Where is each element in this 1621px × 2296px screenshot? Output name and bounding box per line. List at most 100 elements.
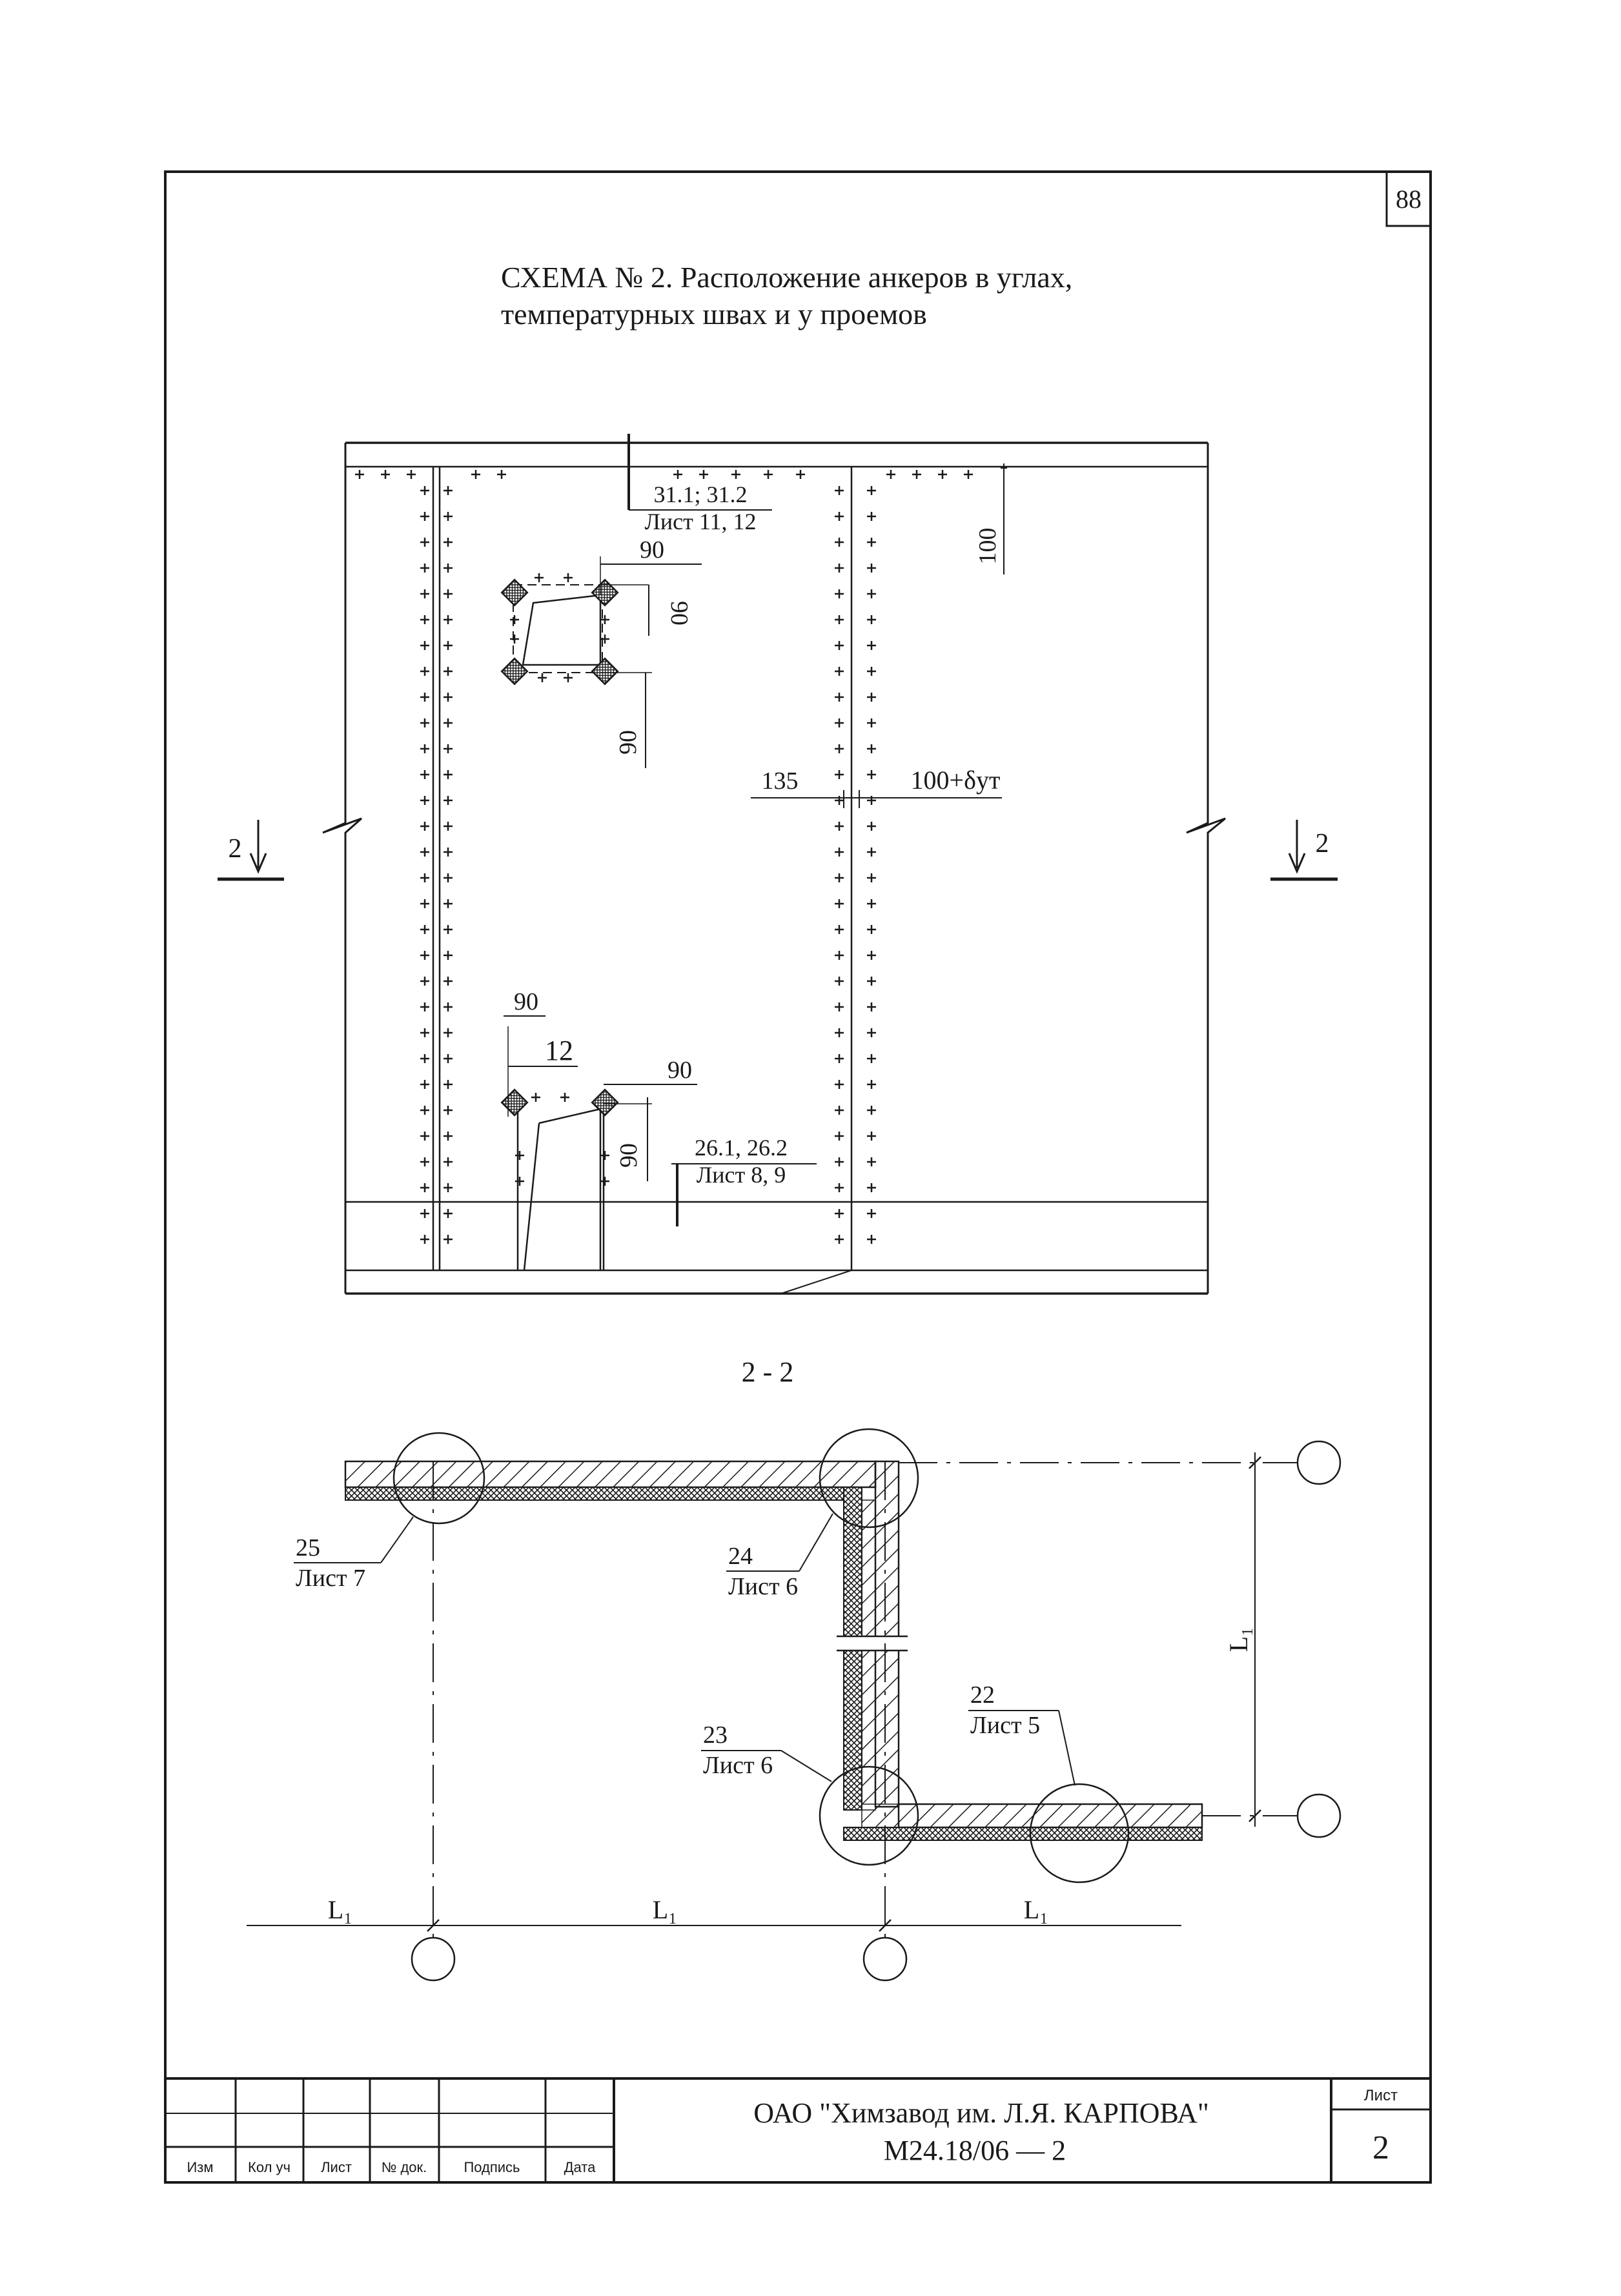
- anchor-mark: [867, 822, 876, 831]
- anchor-mark: [381, 470, 390, 479]
- anchor-mark: [443, 796, 453, 805]
- anchor-mark: [835, 848, 844, 857]
- anchor-mark: [443, 1235, 453, 1244]
- page-number-box: 88: [1385, 170, 1432, 227]
- anchor-mark: [443, 1132, 453, 1141]
- dim-tick-v2: [1249, 1809, 1261, 1822]
- anchor-mark: [420, 1054, 429, 1063]
- anchor-mark: [835, 1106, 844, 1115]
- drawing-title-line1: СХЕМА № 2. Расположение анкеров в углах,: [501, 261, 1072, 294]
- dim-L-2: L₁: [653, 1895, 677, 1924]
- anchor-mark: [443, 512, 453, 521]
- anchor-mark: [531, 1093, 540, 1102]
- anchor-mark: [443, 1028, 453, 1037]
- anchor-mark: [867, 899, 876, 908]
- insulation-top: [345, 1487, 862, 1501]
- anchor-mark: [867, 1106, 876, 1115]
- anchor-mark: [443, 538, 453, 547]
- anchor-mark: [407, 470, 416, 479]
- col-header-list: Лист: [321, 2159, 352, 2175]
- anchor-mark: [420, 1002, 429, 1011]
- window-frame: [522, 594, 602, 666]
- anchor-mark: [835, 1002, 844, 1011]
- anchor-mark: [867, 770, 876, 779]
- anchor-mark: [443, 873, 453, 882]
- company-name: ОАО "Химзавод им. Л.Я. КАРПОВА": [753, 2097, 1209, 2129]
- anchor-mark: [731, 470, 740, 479]
- anchor-mark: [835, 899, 844, 908]
- anchor-mark: [420, 744, 429, 753]
- dim-window-bottom: 90: [615, 730, 642, 755]
- document-code: М24.18/06 — 2: [884, 2135, 1066, 2166]
- anchor-mark: [443, 641, 453, 650]
- anchor-mark: [420, 564, 429, 573]
- anchor-mark: [835, 538, 844, 547]
- anchor-mark: [420, 693, 429, 702]
- anchor-mark: [835, 744, 844, 753]
- anchor-mark: [835, 718, 844, 727]
- anchor-mark: [867, 925, 876, 934]
- dim-window-width: 90: [640, 536, 664, 564]
- anchor-mark: [497, 470, 506, 479]
- opening-anchor: [591, 1088, 619, 1117]
- anchor-mark: [420, 822, 429, 831]
- dim-L-3: L₁: [1024, 1895, 1048, 1924]
- anchor-mark: [443, 693, 453, 702]
- anchor-mark: [443, 1106, 453, 1115]
- anchor-mark: [443, 1080, 453, 1089]
- anchor-mark: [867, 1209, 876, 1218]
- dim-tick-h2: [879, 1919, 892, 1932]
- anchor-mark: [515, 1177, 524, 1186]
- dim-tick-h1: [427, 1919, 440, 1932]
- anchor-mark: [912, 470, 921, 479]
- anchor-mark: [867, 564, 876, 573]
- col-header-signature: Подпись: [464, 2159, 520, 2175]
- title-block: Изм Кол уч Лист № док. Подпись Дата ОАО …: [165, 2077, 1431, 2182]
- anchor-mark: [420, 770, 429, 779]
- anchor-mark: [420, 873, 429, 882]
- anchor-mark: [835, 667, 844, 676]
- anchor-mark: [964, 470, 973, 479]
- axis-bubble-b: [1296, 1793, 1341, 1838]
- dim-top-offset: 100: [974, 528, 1001, 565]
- anchor-mark: [443, 925, 453, 934]
- sheet-number: 2: [1372, 2129, 1389, 2166]
- opening-anchor: [500, 657, 529, 686]
- anchor-mark: [867, 744, 876, 753]
- anchor-mark: [938, 470, 947, 479]
- anchor-mark: [443, 1002, 453, 1011]
- anchor-mark: [420, 1106, 429, 1115]
- anchor-mark: [867, 951, 876, 960]
- anchor-mark: [867, 615, 876, 624]
- anchor-mark: [443, 1209, 453, 1218]
- dim-door-90-left: 90: [514, 988, 538, 1015]
- anchor-mark: [443, 744, 453, 753]
- anchor-mark: [420, 977, 429, 986]
- anchor-mark: [420, 1183, 429, 1192]
- anchor-mark: [867, 848, 876, 857]
- anchor-mark: [867, 1132, 876, 1141]
- axis-bubble-a: [1296, 1440, 1341, 1485]
- wall-section-corner-hatch: [861, 1803, 899, 1828]
- anchor-mark: [564, 573, 573, 582]
- anchor-mark: [867, 1183, 876, 1192]
- section-mark-right-label: 2: [1316, 829, 1329, 858]
- detail-circle-23: [819, 1765, 919, 1866]
- elevation-left-edge-break: [322, 443, 362, 1294]
- elevation-right-edge-break: [1186, 443, 1226, 1294]
- anchor-mark: [835, 486, 844, 495]
- anchor-mark: [443, 770, 453, 779]
- anchor-mark: [835, 951, 844, 960]
- anchor-mark: [420, 1235, 429, 1244]
- anchor-mark: [835, 1183, 844, 1192]
- anchor-mark: [867, 667, 876, 676]
- dim-window-side: 90: [666, 601, 693, 625]
- anchor-mark: [867, 1054, 876, 1063]
- anchor-mark: [443, 564, 453, 573]
- anchor-mark: [420, 848, 429, 857]
- sheet-frame: [164, 170, 1432, 2184]
- insulation-bottom: [843, 1827, 1203, 1841]
- anchor-mark: [560, 1093, 569, 1102]
- anchor-mark: [835, 822, 844, 831]
